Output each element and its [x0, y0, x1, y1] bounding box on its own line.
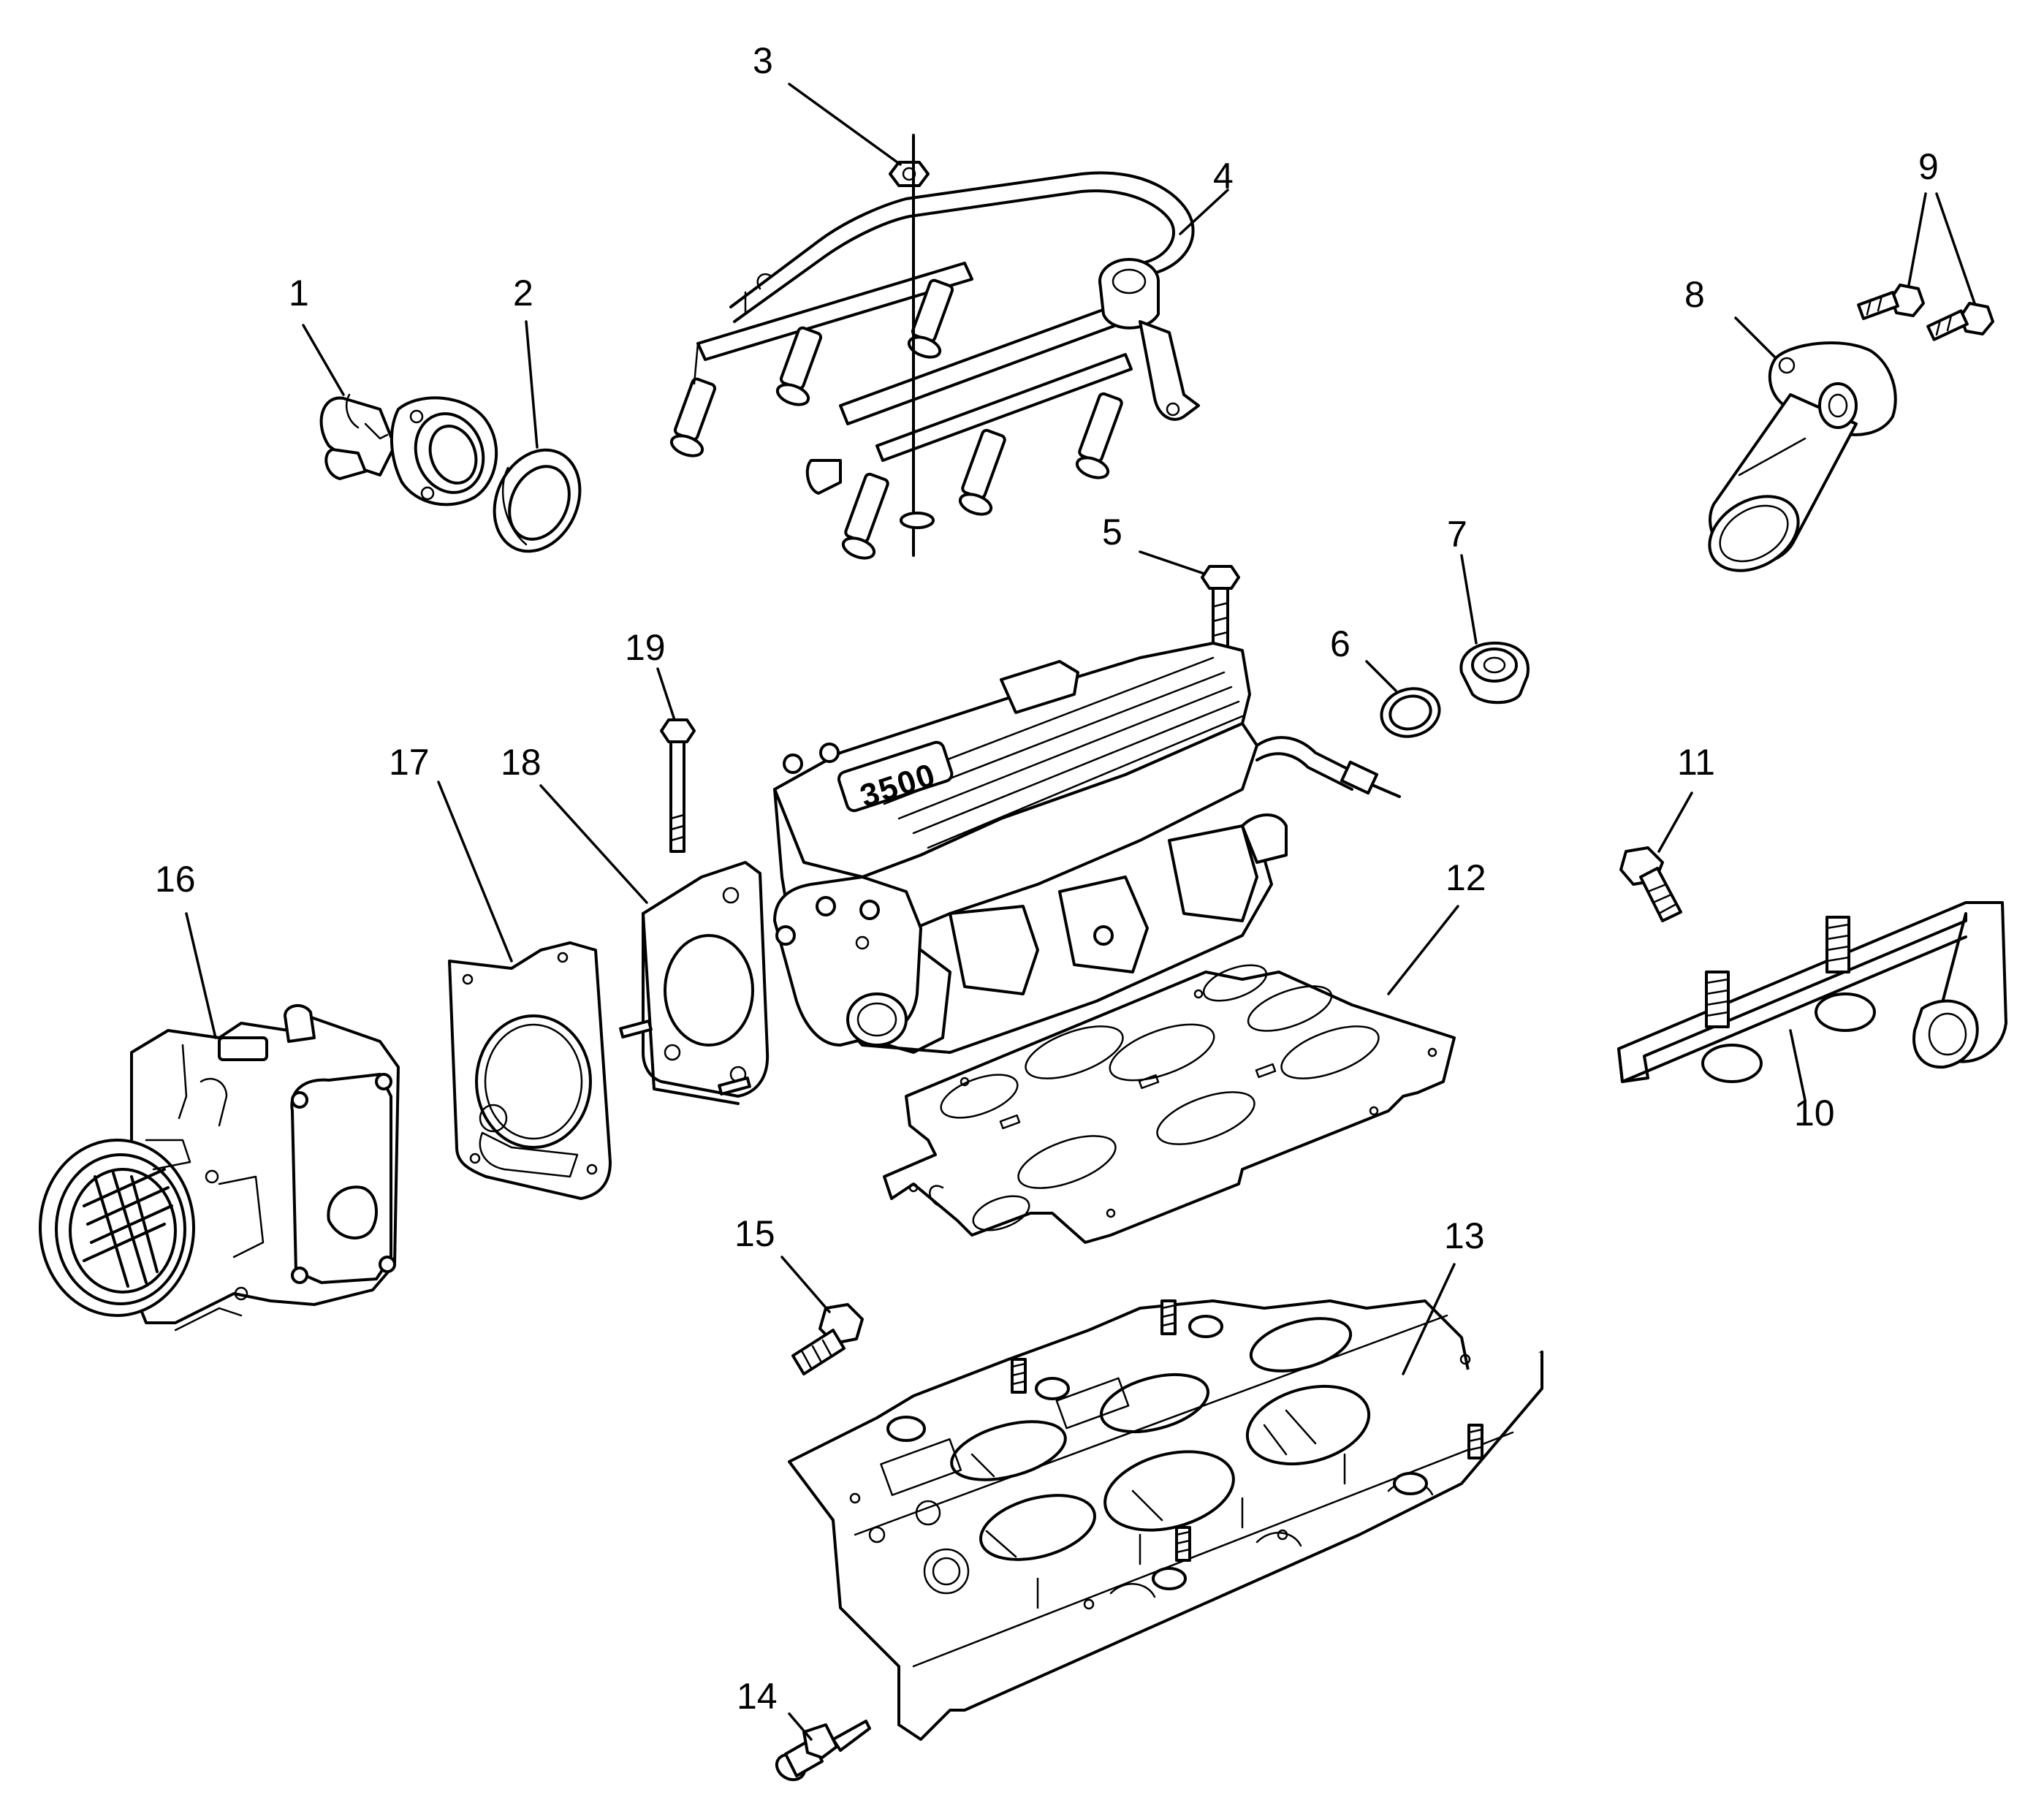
throttle-body-gasket-part [448, 941, 612, 1200]
plug-part [1459, 641, 1530, 705]
callout-9: 9 [1918, 146, 1939, 187]
lower-bolt-part [791, 1303, 864, 1375]
fuel-rail-assembly-part [669, 134, 1200, 560]
seal-ring-part [1380, 687, 1441, 738]
injector-4 [841, 472, 889, 560]
callout-8: 8 [1684, 274, 1705, 315]
injector-6 [1075, 392, 1123, 479]
sensor-part [775, 1720, 871, 1782]
callout-6: 6 [1330, 623, 1350, 664]
water-outlet-part [319, 393, 498, 506]
upper-intake-manifold-part: 3500 [773, 642, 1401, 1054]
callout-2: 2 [513, 273, 533, 314]
callout-19: 19 [625, 627, 666, 668]
callout-labels: 1 2 3 4 5 6 7 8 9 10 11 12 13 14 15 16 1… [155, 40, 1939, 1717]
upper-manifold-bolt-part [1201, 565, 1240, 659]
callout-17: 17 [389, 742, 430, 783]
callout-14: 14 [737, 1676, 778, 1717]
injector-1 [669, 342, 717, 458]
callout-16: 16 [155, 859, 196, 900]
coolant-outlet-part [1708, 341, 1897, 572]
throttle-body-part [39, 1004, 400, 1332]
callout-15: 15 [734, 1213, 775, 1254]
callout-12: 12 [1445, 857, 1486, 898]
callout-3: 3 [753, 40, 773, 81]
bracket-part [1617, 901, 2007, 1083]
bracket-bolt-part [1619, 846, 1682, 922]
callout-5: 5 [1102, 512, 1122, 553]
injector-5 [958, 428, 1006, 516]
callout-11: 11 [1677, 742, 1715, 783]
adapter-plate-part [619, 861, 770, 1105]
injector-2 [775, 326, 823, 406]
lower-intake-manifold-part [788, 1299, 1543, 1741]
upper-intake-gasket-part [883, 964, 1456, 1244]
callout-1: 1 [289, 273, 309, 314]
fuel-rail-nut-part [889, 161, 930, 187]
callout-18: 18 [501, 742, 542, 783]
outlet-bolt-2 [1926, 302, 1994, 341]
callout-7: 7 [1447, 514, 1467, 555]
leader-lines [185, 83, 1976, 1741]
callout-4: 4 [1213, 156, 1234, 197]
callout-13: 13 [1444, 1215, 1485, 1256]
injector-3 [907, 278, 954, 359]
water-outlet-seal-part [493, 448, 582, 553]
stud-bolt-part [660, 718, 696, 853]
callout-10: 10 [1794, 1093, 1835, 1134]
outlet-bolt-1 [1857, 284, 1925, 320]
